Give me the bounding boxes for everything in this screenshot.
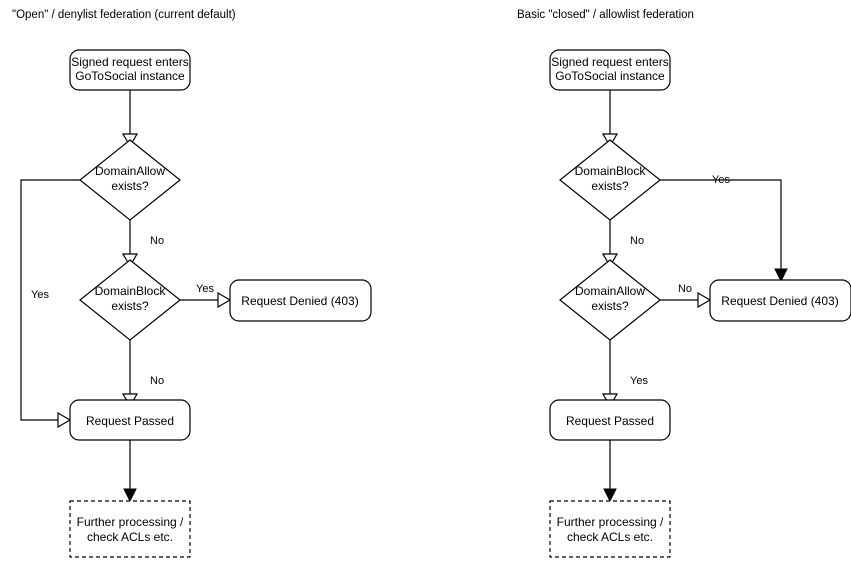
edge-label-domainblock-yes: Yes [196, 283, 214, 295]
request-denied-box-shape [229, 279, 372, 322]
arrowhead-filled-icon [603, 488, 617, 503]
node-request-passed-right: Request Passed [549, 399, 671, 441]
domainallow-line2: exists? [111, 179, 149, 193]
diagram-title-open-denylist: "Open" / denylist federation (current de… [12, 9, 236, 21]
edge-domainallow-yes-right: Yes [601, 340, 648, 408]
start-box-line1: Signed request enters [551, 55, 668, 69]
edge-domainblock-no-right: No [601, 220, 644, 268]
node-request-denied-right: Request Denied (403) [709, 279, 851, 322]
arrowhead-open-icon [697, 291, 712, 309]
domainallow-line2: exists? [591, 299, 629, 313]
domainallow-line1: DomainAllow [575, 284, 645, 298]
domainblock-line2: exists? [111, 299, 149, 313]
start-box-line2: GoToSocial instance [555, 69, 665, 83]
node-start-right: Signed request enters GoToSocial instanc… [549, 49, 671, 91]
domainblock-line1: DomainBlock [575, 164, 647, 178]
node-further-processing-right: Further processing / check ACLs etc. [549, 500, 671, 558]
domainblock-line2: exists? [591, 179, 629, 193]
further-processing-line1: Further processing / [77, 515, 184, 529]
request-denied-box-shape [709, 279, 851, 322]
edge-start-to-domainallow [121, 90, 139, 148]
edge-passed-to-further-right [603, 440, 617, 503]
node-request-passed-left: Request Passed [69, 399, 191, 441]
node-decision-domainallow-left: DomainAllow exists? [79, 139, 181, 221]
edge-label-domainallow-yes: Yes [31, 289, 49, 301]
further-processing-box-shape [549, 500, 671, 558]
start-box-line1: Signed request enters [71, 55, 188, 69]
edge-label-domainallow-no: No [150, 235, 164, 247]
further-processing-line2: check ACLs etc. [87, 530, 173, 544]
edge-domainblock-yes: Yes [180, 283, 232, 309]
edge-label-domainallow-no: No [678, 283, 692, 295]
further-processing-line1: Further processing / [557, 515, 664, 529]
edge-passed-to-further-left [123, 440, 137, 503]
domainblock-line1: DomainBlock [95, 284, 167, 298]
edge-label-domainblock-yes: Yes [712, 174, 730, 186]
arrowhead-filled-icon [774, 268, 788, 283]
edge-start-to-domainblock [601, 90, 619, 148]
start-box-line2: GoToSocial instance [75, 69, 185, 83]
node-decision-domainblock-right: DomainBlock exists? [559, 139, 661, 221]
edge-domainallow-yes: Yes [20, 179, 80, 429]
arrowhead-open-icon [57, 411, 72, 429]
request-passed-label: Request Passed [566, 414, 654, 428]
arrowhead-open-icon [217, 291, 232, 309]
domainallow-line1: DomainAllow [95, 164, 165, 178]
edge-label-domainallow-yes: Yes [630, 375, 648, 387]
edge-label-domainblock-no: No [630, 235, 644, 247]
node-start-left: Signed request enters GoToSocial instanc… [69, 49, 191, 91]
further-processing-line2: check ACLs etc. [567, 530, 653, 544]
edge-domainallow-no: No [121, 220, 164, 268]
further-processing-box-shape [69, 500, 191, 558]
diagram-title-closed-allowlist: Basic "closed" / allowlist federation [517, 9, 694, 21]
edge-domainblock-yes-right: Yes [660, 174, 788, 283]
request-passed-label: Request Passed [86, 414, 174, 428]
node-further-processing-left: Further processing / check ACLs etc. [69, 500, 191, 558]
node-decision-domainblock-left: DomainBlock exists? [79, 259, 181, 341]
diagram-closed-allowlist: Basic "closed" / allowlist federation Si… [517, 9, 851, 558]
request-denied-label: Request Denied (403) [241, 294, 358, 308]
node-request-denied-left: Request Denied (403) [229, 279, 372, 322]
diagram-open-denylist: "Open" / denylist federation (current de… [12, 9, 372, 558]
request-denied-label: Request Denied (403) [721, 294, 838, 308]
edge-label-domainblock-no: No [150, 375, 164, 387]
edge-domainblock-no: No [121, 340, 164, 408]
arrowhead-filled-icon [123, 488, 137, 503]
node-decision-domainallow-right: DomainAllow exists? [559, 259, 661, 341]
edge-domainallow-no-right: No [660, 283, 712, 309]
